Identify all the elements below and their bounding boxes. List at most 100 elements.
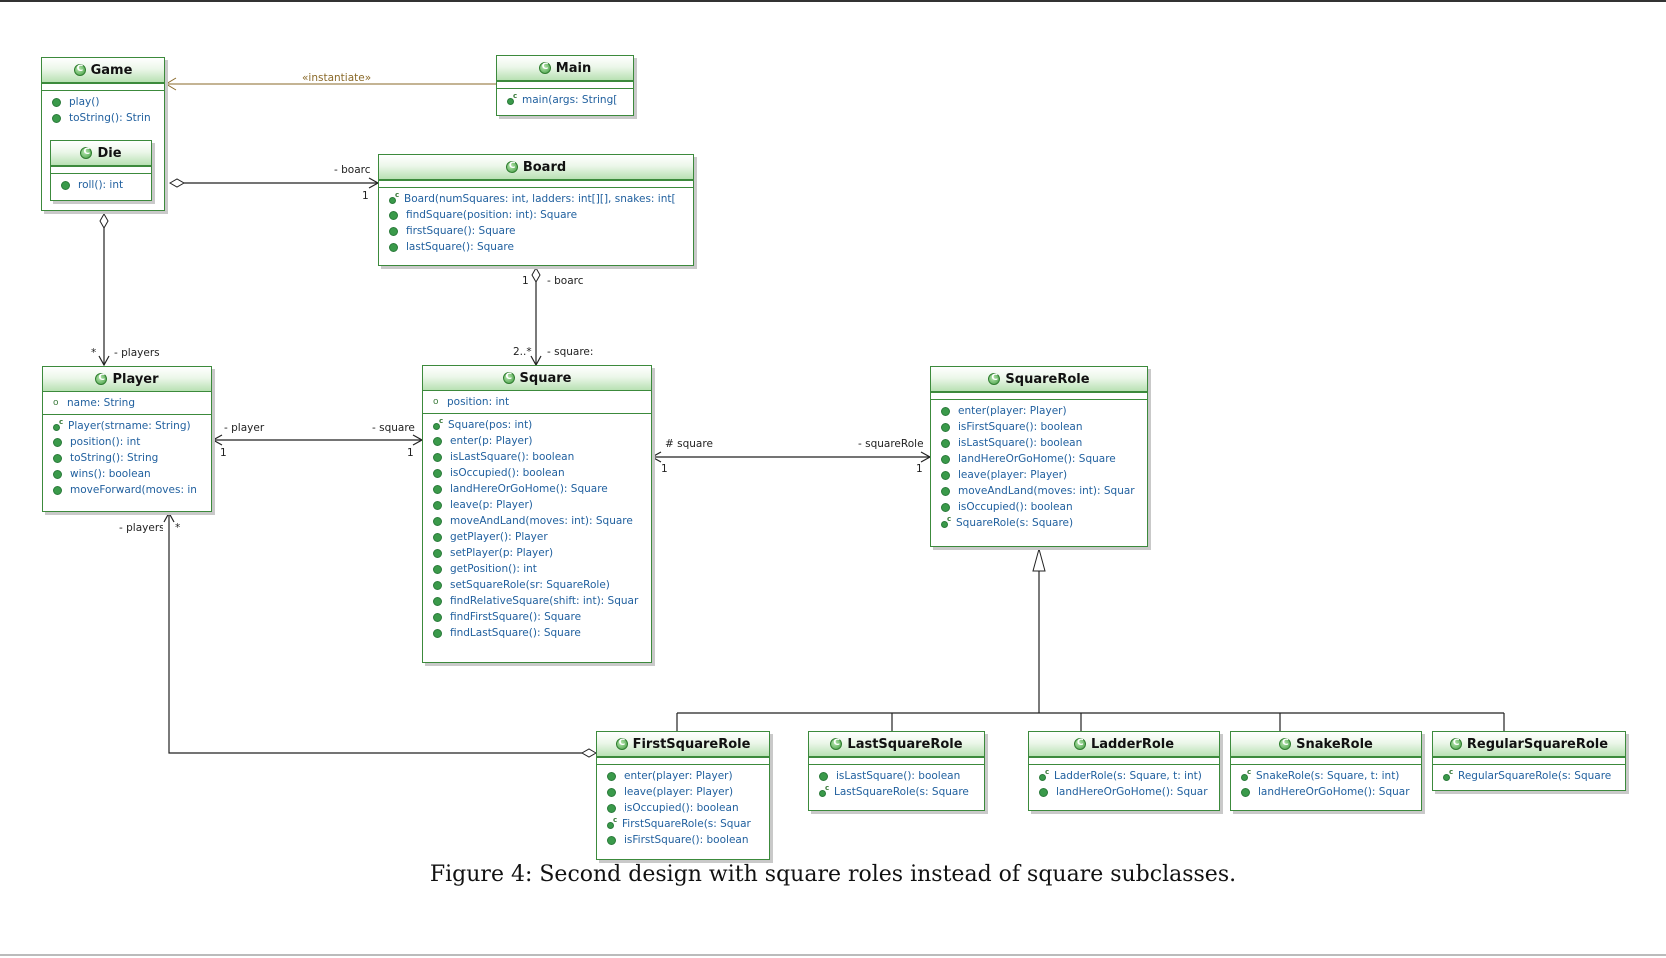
method-row: roll(): int bbox=[51, 177, 151, 193]
public-method-icon bbox=[433, 580, 442, 590]
public-method-icon bbox=[433, 548, 442, 558]
players-multiplicity: * bbox=[91, 347, 97, 359]
method-row: FirstSquareRole(s: Squar bbox=[597, 816, 769, 832]
public-method-icon bbox=[433, 612, 442, 622]
class-icon bbox=[502, 372, 515, 384]
method-row: LastSquareRole(s: Square bbox=[809, 784, 984, 800]
board-multiplicity-square: 1 bbox=[522, 275, 529, 287]
public-method-icon bbox=[819, 771, 828, 781]
method-row: toString(): String bbox=[43, 450, 211, 466]
class-icon bbox=[95, 373, 108, 385]
public-method-icon bbox=[433, 596, 442, 606]
class-icon bbox=[80, 147, 93, 159]
constructor-icon bbox=[1443, 768, 1453, 781]
method-row: moveAndLand(moves: int): Squar bbox=[931, 483, 1147, 499]
constructor-icon bbox=[607, 816, 617, 829]
square-multiplicity-squarerole: 1 bbox=[661, 463, 668, 475]
constructor-icon bbox=[53, 418, 63, 431]
method-row: play() bbox=[42, 94, 164, 110]
class-icon bbox=[830, 738, 843, 750]
squares-role-label: - square: bbox=[547, 346, 594, 358]
class-squarerole[interactable]: SquareRole enter(player: Player) isFirst… bbox=[930, 366, 1148, 547]
class-icon bbox=[615, 738, 628, 750]
class-die[interactable]: Die roll(): int bbox=[50, 140, 152, 201]
class-name: LadderRole bbox=[1090, 736, 1175, 752]
board-role-label: - boarc bbox=[334, 164, 371, 176]
method-row: isOccupied(): boolean bbox=[423, 465, 651, 481]
method-row: isFirstSquare(): boolean bbox=[597, 832, 769, 848]
method-row: findRelativeSquare(shift: int): Squar bbox=[423, 593, 651, 609]
method-row: landHereOrGoHome(): Square bbox=[423, 481, 651, 497]
class-name: FirstSquareRole bbox=[632, 736, 751, 752]
method-row: RegularSquareRole(s: Square bbox=[1433, 768, 1625, 784]
public-method-icon bbox=[941, 454, 950, 464]
class-board[interactable]: Board Board(numSquares: int, ladders: in… bbox=[378, 154, 694, 266]
public-method-icon bbox=[389, 210, 398, 220]
public-method-icon bbox=[53, 485, 62, 495]
class-name: LastSquareRole bbox=[847, 736, 963, 752]
public-method-icon bbox=[1039, 787, 1048, 797]
public-method-icon bbox=[433, 436, 442, 446]
squares-multiplicity: 2..* bbox=[513, 346, 532, 358]
class-name: Die bbox=[97, 145, 122, 161]
public-method-icon bbox=[433, 500, 442, 510]
square-role-label-player: - square bbox=[372, 422, 415, 434]
bottom-rule bbox=[0, 954, 1666, 956]
squarerole-multiplicity: 1 bbox=[916, 463, 923, 475]
square-multiplicity-player: 1 bbox=[407, 447, 414, 459]
public-method-icon bbox=[433, 628, 442, 638]
figure-caption: Figure 4: Second design with square role… bbox=[429, 862, 1237, 887]
player-role-label: - player bbox=[224, 422, 265, 434]
method-row: leave(p: Player) bbox=[423, 497, 651, 513]
class-snakerole[interactable]: SnakeRole SnakeRole(s: Square, t: int) l… bbox=[1230, 731, 1422, 811]
constructor-icon bbox=[819, 784, 829, 797]
public-method-icon bbox=[433, 468, 442, 478]
public-method-icon bbox=[52, 97, 61, 107]
class-main[interactable]: Main main(args: String[ bbox=[496, 55, 634, 116]
class-name: SnakeRole bbox=[1296, 736, 1373, 752]
class-name: Square bbox=[519, 370, 572, 386]
method-row: getPosition(): int bbox=[423, 561, 651, 577]
class-ladderrole[interactable]: LadderRole LadderRole(s: Square, t: int)… bbox=[1028, 731, 1220, 811]
board-multiplicity: 1 bbox=[362, 190, 369, 202]
class-name: SquareRole bbox=[1005, 371, 1090, 387]
players-role-label-first: - players bbox=[119, 522, 163, 534]
public-method-icon bbox=[607, 803, 616, 813]
method-row: enter(player: Player) bbox=[931, 403, 1147, 419]
public-method-icon bbox=[389, 226, 398, 236]
method-row: isLastSquare(): boolean bbox=[809, 768, 984, 784]
public-method-icon bbox=[433, 564, 442, 574]
public-method-icon bbox=[433, 516, 442, 526]
class-icon bbox=[1073, 738, 1086, 750]
method-row: LadderRole(s: Square, t: int) bbox=[1029, 768, 1219, 784]
method-row: Board(numSquares: int, ladders: int[][],… bbox=[379, 191, 693, 207]
top-rule bbox=[0, 0, 1666, 2]
method-row: isLastSquare(): boolean bbox=[931, 435, 1147, 451]
method-row: moveForward(moves: in bbox=[43, 482, 211, 498]
public-method-icon bbox=[433, 452, 442, 462]
instantiate-stereotype: «instantiate» bbox=[302, 72, 372, 84]
class-lastsquarerole[interactable]: LastSquareRole isLastSquare(): boolean L… bbox=[808, 731, 985, 811]
public-method-icon bbox=[607, 835, 616, 845]
class-firstsquarerole[interactable]: FirstSquareRole enter(player: Player) le… bbox=[596, 731, 770, 860]
class-regularsquarerole[interactable]: RegularSquareRole RegularSquareRole(s: S… bbox=[1432, 731, 1626, 791]
class-name: Board bbox=[522, 159, 567, 175]
method-row: enter(player: Player) bbox=[597, 768, 769, 784]
class-name: RegularSquareRole bbox=[1466, 736, 1609, 752]
method-row: SnakeRole(s: Square, t: int) bbox=[1231, 768, 1421, 784]
class-name: Game bbox=[90, 62, 133, 78]
method-row: leave(player: Player) bbox=[597, 784, 769, 800]
constructor-icon bbox=[389, 191, 399, 204]
public-method-icon bbox=[941, 502, 950, 512]
constructor-icon bbox=[1039, 768, 1049, 781]
public-method-icon bbox=[53, 437, 62, 447]
class-icon bbox=[73, 64, 86, 76]
class-name: Player bbox=[112, 371, 159, 387]
method-row: landHereOrGoHome(): Square bbox=[931, 451, 1147, 467]
method-row: isOccupied(): boolean bbox=[931, 499, 1147, 515]
public-method-icon bbox=[941, 438, 950, 448]
public-method-icon bbox=[433, 532, 442, 542]
